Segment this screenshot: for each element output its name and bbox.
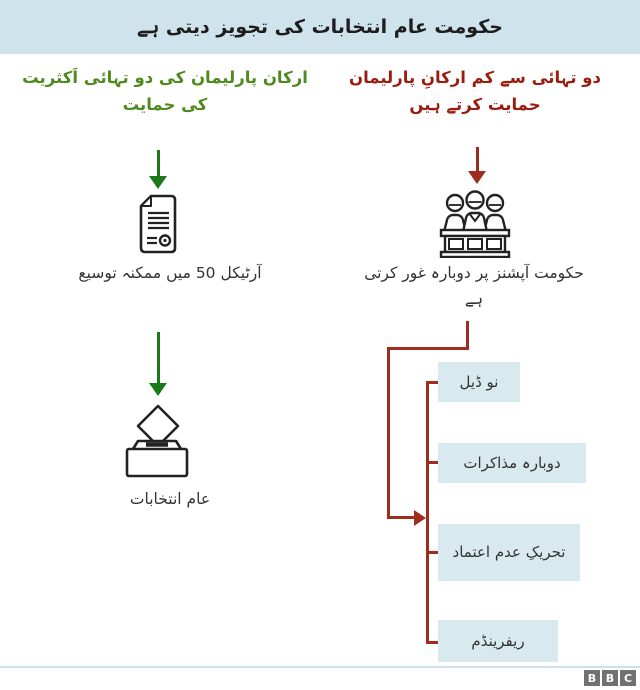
right-column-title: دو تہائی سے کم ارکانِ پارلیمان حمایت کرت…	[348, 68, 601, 115]
connector-stub-2	[426, 461, 438, 464]
option-box-referendum: ریفرینڈم	[438, 620, 558, 662]
article-50-label: آرٹیکل 50 میں ممکنہ توسیع	[78, 264, 262, 282]
bbc-logo-letter: B	[584, 670, 600, 686]
green-arrow-down-long-icon	[149, 332, 167, 396]
red-arrow-down-icon	[468, 147, 486, 184]
option-box-no-confidence: تحریکِ عدم اعتماد	[438, 524, 580, 581]
connector-top-horizontal	[387, 347, 469, 350]
header-bar: حکومت عام انتخابات کی تجویز دیتی ہے	[0, 0, 640, 54]
footer-divider	[0, 666, 640, 668]
parliament-icon	[438, 188, 512, 262]
document-icon	[136, 193, 180, 259]
option-box-renegotiation: دوبارہ مذاکرات	[438, 443, 586, 483]
connector-stub-4	[426, 641, 438, 644]
connector-branch-vertical	[426, 381, 429, 644]
government-reconsiders-label: حکومت آپشنز پر دوبارہ غور کرتی ہے	[364, 264, 584, 309]
ballot-box-icon	[121, 403, 193, 483]
option-box-no-deal: نو ڈیل	[438, 362, 520, 402]
green-arrow-down-icon	[149, 150, 167, 189]
bbc-logo-letter: B	[602, 670, 618, 686]
bbc-logo-letter: C	[620, 670, 636, 686]
connector-arrowhead-icon	[414, 509, 426, 526]
connector-stub-3	[426, 551, 438, 554]
left-column-title: ارکان پارلیمان کی دو تہائی اَکثریت کی حم…	[22, 68, 308, 115]
page-title: حکومت عام انتخابات کی تجویز دیتی ہے	[137, 16, 503, 38]
connector-stub-1	[426, 381, 438, 384]
connector-stem	[466, 321, 469, 350]
connector-arrow-horizontal	[387, 516, 415, 519]
general-elections-label: عام انتخابات	[129, 490, 211, 508]
connector-left-vertical	[387, 347, 390, 519]
bbc-logo: B B C	[584, 670, 636, 686]
